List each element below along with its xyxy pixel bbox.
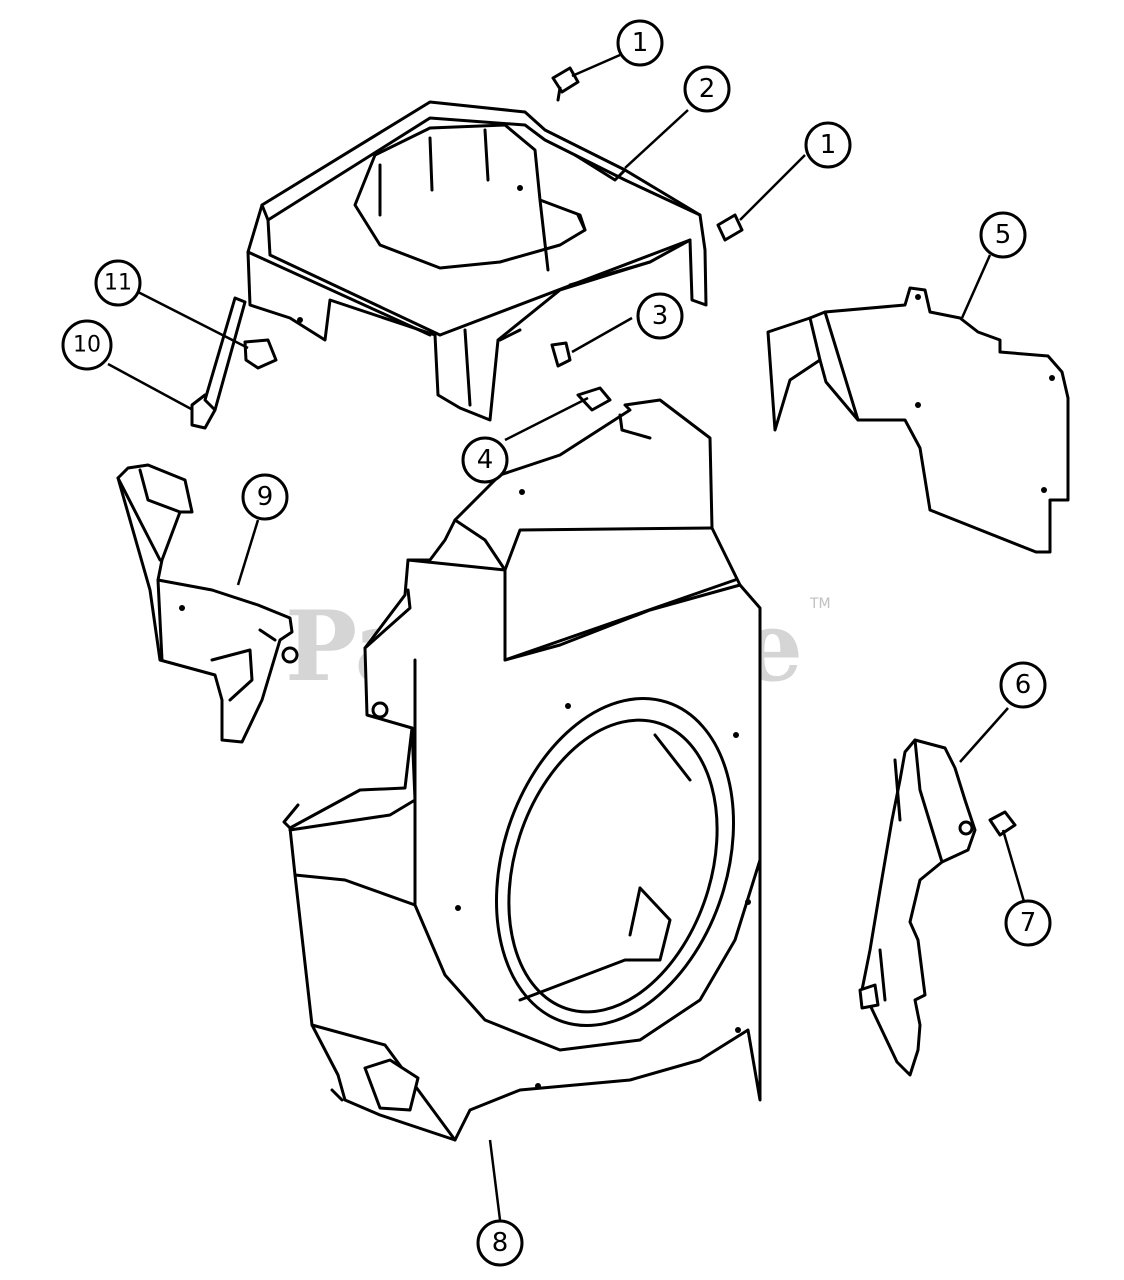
right-bracket-part[interactable] [858,738,977,1077]
screw-1-top[interactable] [551,66,580,102]
screw-3[interactable] [550,341,572,368]
bolt-10[interactable] [190,296,247,430]
watermark-trademark: TM [809,596,831,612]
top-shroud-part[interactable] [246,100,708,422]
callout-4-label: 4 [477,445,494,475]
callout-11[interactable]: 11 [94,259,142,307]
callout-1-right[interactable]: 1 [804,121,852,169]
callout-9[interactable]: 9 [241,473,289,521]
callout-4[interactable]: 4 [461,436,509,484]
screw-1-right[interactable] [716,213,744,242]
callout-1-right-label: 1 [820,130,837,160]
callout-3[interactable]: 3 [636,292,684,340]
leader-lines [107,53,1027,1221]
callout-3-label: 3 [652,301,669,331]
screw-7[interactable] [988,810,1017,837]
callout-5[interactable]: 5 [979,211,1027,259]
callout-1-top-label: 1 [632,28,649,58]
callout-2-label: 2 [699,74,716,104]
callout-7-label: 7 [1020,908,1037,938]
left-bracket-part[interactable] [116,463,299,744]
callout-8-label: 8 [492,1228,509,1258]
clip-4[interactable] [576,386,612,412]
callout-10-label: 10 [73,333,101,358]
callout-7[interactable]: 7 [1004,899,1052,947]
callout-2[interactable]: 2 [683,65,731,113]
side-baffle-part[interactable] [766,286,1070,554]
callout-9-label: 9 [257,482,274,512]
callout-10[interactable]: 10 [61,319,113,371]
callout-1-top[interactable]: 1 [616,19,664,67]
nut-11[interactable] [243,338,278,370]
callout-6[interactable]: 6 [999,661,1047,709]
blower-housing-part[interactable] [282,398,773,1142]
callout-8[interactable]: 8 [476,1219,524,1267]
callout-5-label: 5 [995,220,1012,250]
callout-11-label: 11 [104,271,132,296]
callout-6-label: 6 [1015,670,1032,700]
